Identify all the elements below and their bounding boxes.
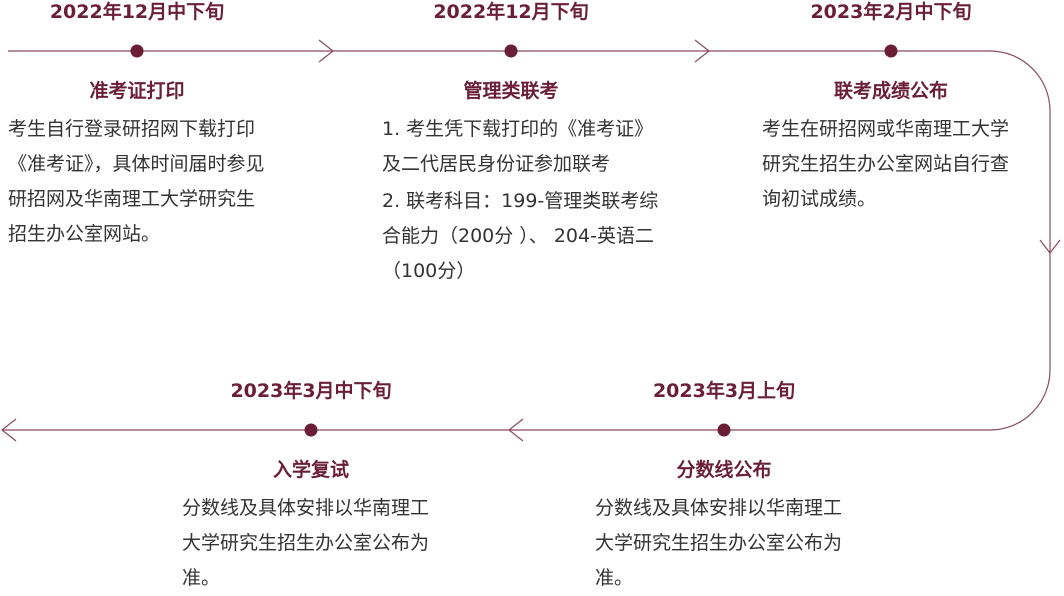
step-date: 2023年3月中下旬: [230, 380, 392, 402]
step-title: 准考证打印: [89, 80, 185, 102]
step-title: 联考成绩公布: [833, 80, 949, 102]
step-description-text: 分数线及具体安排以华南理工大学研究生招生办公室公布为准。: [182, 497, 430, 589]
milestone-dot: [304, 423, 318, 437]
step-description-text: 2. 联考科目：199-管理类联考综合能力（200分 ）、 204-英语二（10…: [382, 190, 659, 282]
step-date: 2023年3月上旬: [652, 380, 796, 402]
milestone-dot: [717, 423, 731, 437]
step-title: 分数线公布: [676, 459, 772, 481]
step-date: 2022年12月下旬: [433, 1, 589, 23]
timeline-curve-right: [989, 50, 1051, 431]
milestone-dot: [884, 44, 898, 58]
milestone-dot: [504, 44, 518, 58]
step-date: 2023年2月中下旬: [810, 1, 972, 23]
step-description: 分数线及具体安排以华南理工大学研究生招生办公室公布为准。: [595, 491, 857, 596]
chevron-left-icon: [1, 418, 17, 442]
step-description-text: 考生在研招网或华南理工大学研究生招生办公室网站自行查询初试成绩。: [762, 118, 1010, 210]
step-date: 2022年12月中下旬: [49, 1, 225, 23]
step-title: 管理类联考: [463, 80, 559, 102]
chevron-left-icon: [508, 418, 524, 442]
chevron-down-icon: [1039, 239, 1061, 254]
chevron-right-icon: [694, 39, 710, 63]
step-description-text: 分数线及具体安排以华南理工大学研究生招生办公室公布为准。: [595, 497, 843, 589]
chevron-right-icon: [318, 39, 334, 63]
step-description: 1. 考生凭下载打印的《准考证》及二代居民身份证参加联考 2. 联考科目：199…: [382, 112, 666, 289]
step-description: 分数线及具体安排以华南理工大学研究生招生办公室公布为准。: [182, 491, 444, 596]
step-description-text: 考生自行登录研招网下载打印《准考证》，具体时间届时参见研招网及华南理工大学研究生…: [8, 118, 265, 245]
step-title: 入学复试: [272, 459, 350, 481]
milestone-dot: [130, 44, 144, 58]
step-description: 考生在研招网或华南理工大学研究生招生办公室网站自行查询初试成绩。: [762, 112, 1024, 217]
step-description-text: 1. 考生凭下载打印的《准考证》及二代居民身份证参加联考: [382, 118, 654, 175]
step-description: 考生自行登录研招网下载打印《准考证》，具体时间届时参见研招网及华南理工大学研究生…: [8, 112, 270, 252]
